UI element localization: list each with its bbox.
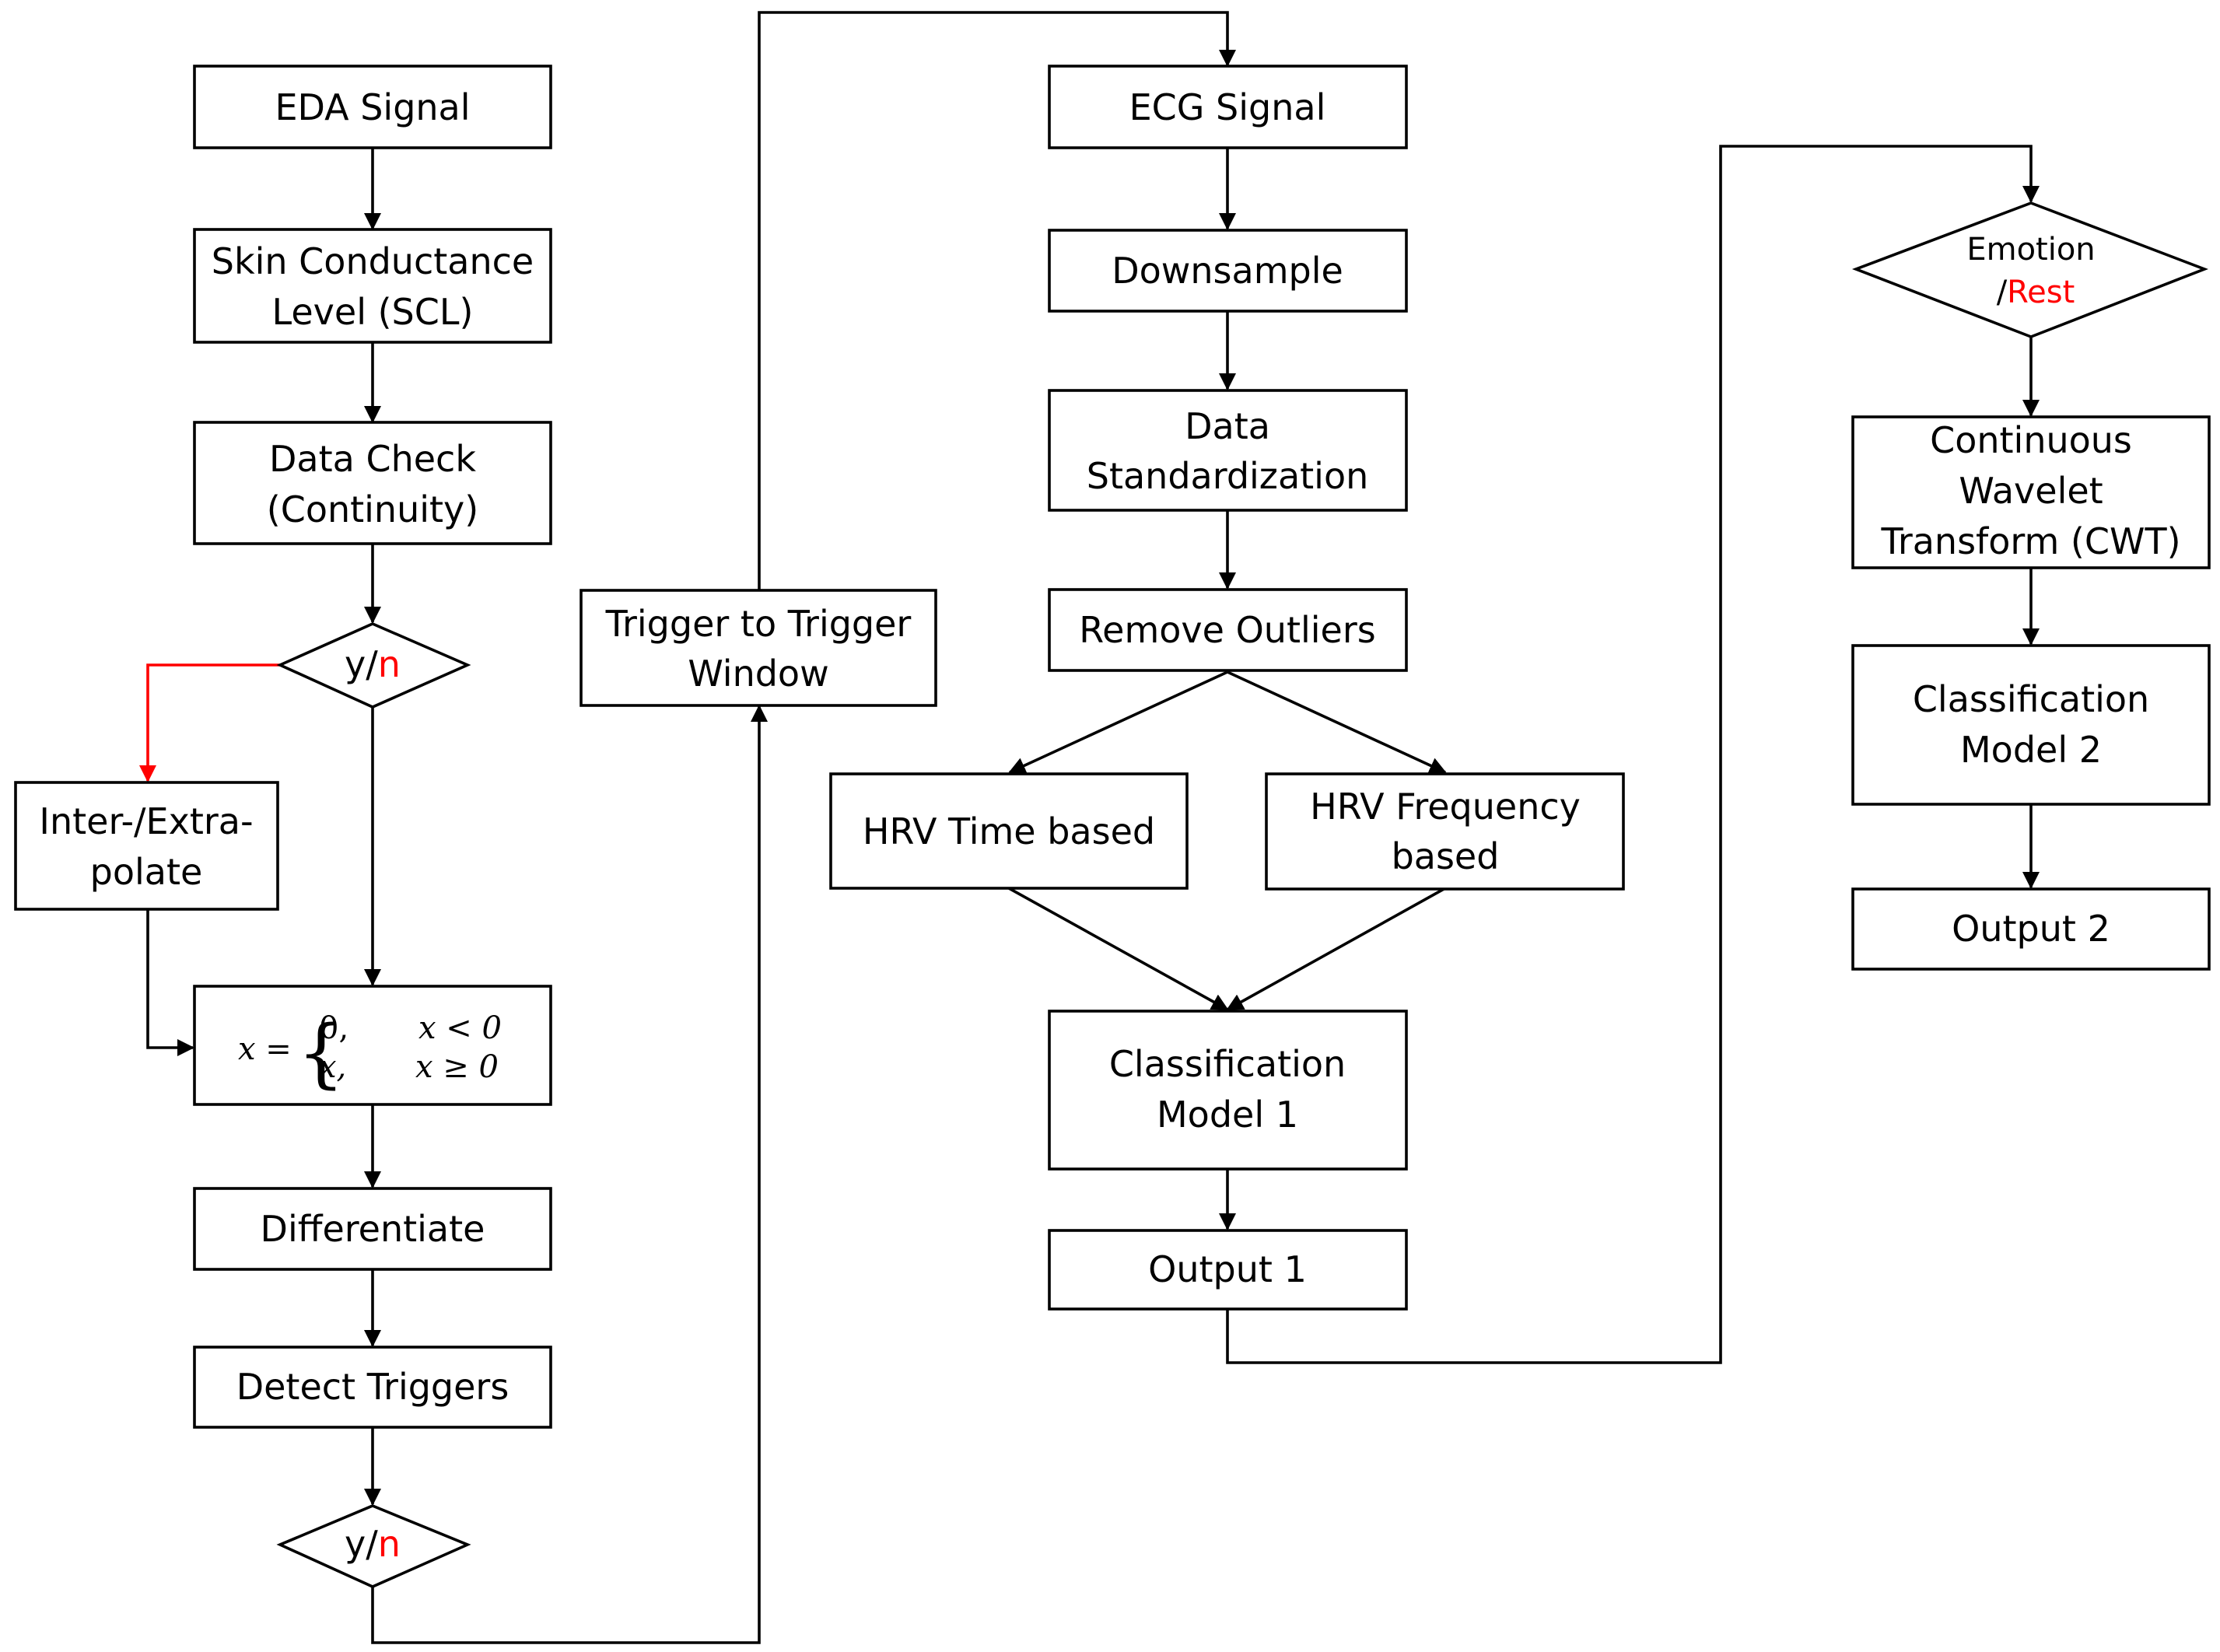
model-1-label-line-1: Classification [1109, 1043, 1346, 1085]
trigger-window-box: Trigger to Trigger Window [580, 589, 937, 707]
connector-hrv-time-to-model1 [1008, 887, 1229, 1011]
model-2-label-line-1: Classification [1913, 678, 2149, 720]
output-1-box: Output 1 [1048, 1229, 1408, 1311]
hrv-frequency-label-line-2: based [1392, 835, 1500, 877]
trigger-window-label-line-2: Window [688, 653, 828, 695]
ecg-signal-box: ECG Signal [1048, 65, 1408, 149]
output-1-label: Output 1 [1148, 1248, 1307, 1290]
differentiate-box: Differentiate [193, 1187, 552, 1271]
continuity-decision: y/n [276, 622, 471, 709]
scl-box: Skin Conductance Level (SCL) [193, 228, 552, 344]
rest-label: /Rest [1997, 275, 2075, 310]
formula-lhs: x = [238, 1031, 292, 1067]
clamp-formula-box: x = { 0, x < 0 x, x ≥ 0 [193, 985, 552, 1106]
model-1-label-line-2: Model 1 [1157, 1094, 1298, 1136]
connector-outliers-to-hrv-time [1008, 670, 1228, 774]
output-2-box: Output 2 [1851, 887, 2211, 971]
connector-interpolate-to-formula [146, 909, 194, 1056]
downsample-label: Downsample [1112, 250, 1343, 292]
model-2-label-line-2: Model 2 [1960, 729, 2102, 771]
hrv-frequency-label-line-1: HRV Frequency [1310, 786, 1581, 828]
downsample-box: Downsample [1048, 229, 1408, 313]
standardization-box: Data Standardization [1048, 389, 1408, 512]
eda-signal-label: EDA Signal [275, 86, 470, 128]
connector-outliers-to-hrv-freq [1227, 670, 1447, 774]
trigger-window-label-line-1: Trigger to Trigger [605, 603, 912, 645]
formula-case-1-value: 0, [319, 1010, 348, 1046]
ecg-signal-label: ECG Signal [1129, 86, 1326, 128]
eda-signal-box: EDA Signal [193, 65, 552, 149]
detect-triggers-label: Detect Triggers [236, 1366, 509, 1408]
data-check-box: Data Check (Continuity) [193, 421, 552, 545]
hrv-time-box: HRV Time based [829, 772, 1189, 890]
scl-label-line-2: Level (SCL) [272, 291, 474, 333]
classification-model-2-box: Classification Model 2 [1851, 644, 2211, 806]
connector-decision-to-window [371, 705, 768, 1644]
hrv-frequency-box: HRV Frequency based [1265, 772, 1625, 891]
connector-window-to-ecg [758, 11, 1236, 590]
formula-case-2-value: x, [319, 1049, 346, 1085]
differentiate-label: Differentiate [261, 1208, 485, 1250]
connector-output1-to-emotion [1226, 145, 2040, 1364]
interpolate-box: Inter-/Extra- polate [14, 781, 279, 911]
formula-brace: { [297, 1010, 345, 1097]
scl-label-line-1: Skin Conductance [212, 240, 534, 282]
emotion-rest-decision: Emotion /Rest [1851, 201, 2209, 338]
cwt-label-line-1: Continuous [1930, 419, 2132, 461]
connector-hrv-freq-to-model1 [1226, 887, 1446, 1011]
cwt-label-line-3: Transform (CWT) [1880, 520, 2180, 562]
output-2-label: Output 2 [1952, 908, 2110, 950]
standardization-label-line-2: Standardization [1087, 455, 1369, 497]
detect-triggers-box: Detect Triggers [193, 1346, 552, 1429]
trigger-decision-label: y/n [345, 1523, 401, 1565]
cwt-box: Continuous Wavelet Transform (CWT) [1851, 415, 2211, 569]
continuity-decision-label: y/n [345, 643, 401, 685]
classification-model-1-box: Classification Model 1 [1048, 1010, 1408, 1171]
cwt-label-line-2: Wavelet [1959, 470, 2103, 512]
data-check-label-line-1: Data Check [269, 438, 476, 480]
remove-outliers-label: Remove Outliers [1079, 609, 1375, 651]
interpolate-label-line-1: Inter-/Extra- [39, 800, 253, 842]
remove-outliers-box: Remove Outliers [1048, 588, 1408, 672]
interpolate-label-line-2: polate [90, 851, 203, 893]
formula-case-1-condition: x < 0 [418, 1010, 502, 1046]
hrv-time-label: HRV Time based [863, 810, 1155, 852]
emotion-label: Emotion [1966, 232, 2095, 268]
formula-case-2-condition: x ≥ 0 [415, 1049, 499, 1085]
data-check-label-line-2: (Continuity) [267, 488, 478, 530]
trigger-decision: y/n [276, 1504, 471, 1588]
connector-decision-no-to-interpolate [139, 663, 280, 782]
standardization-label-line-1: Data [1185, 405, 1270, 447]
